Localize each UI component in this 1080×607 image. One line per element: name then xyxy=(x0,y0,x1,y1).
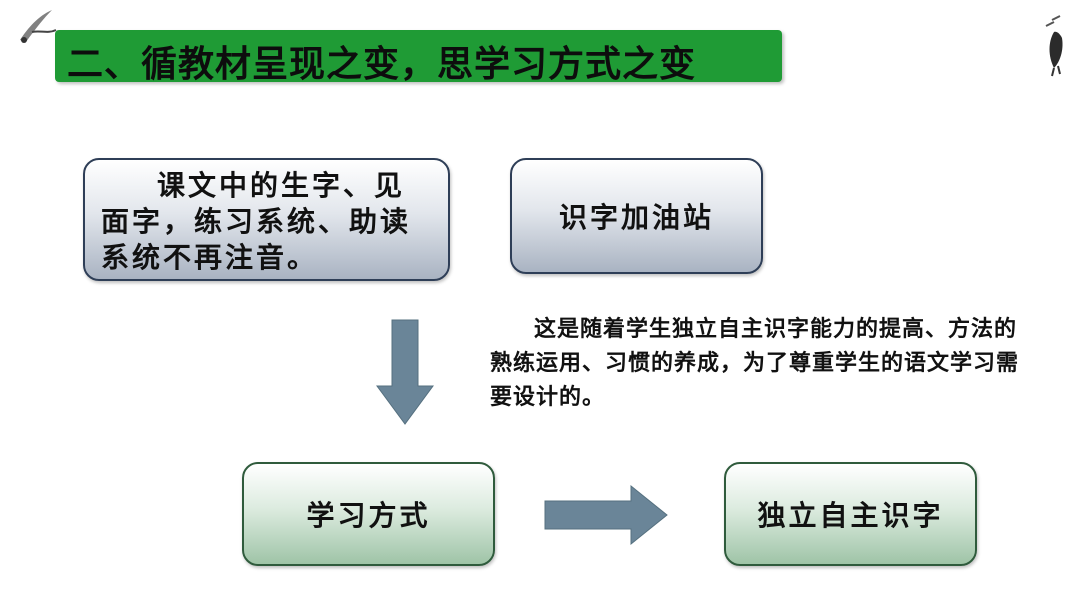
down-arrow-icon xyxy=(376,319,434,425)
box-literacy-station: 识字加油站 xyxy=(510,158,763,274)
ink-figure-icon xyxy=(1045,15,1063,77)
box-learning-method: 学习方式 xyxy=(242,462,495,566)
box-textbook-change: 课文中的生字、见面字，练习系统、助读系统不再注音。 xyxy=(83,158,450,281)
right-arrow-icon xyxy=(544,484,668,546)
bird-brush-icon xyxy=(20,10,57,43)
explanation-note: 这是随着学生独立自主识字能力的提高、方法的熟练运用、习惯的养成，为了尊重学生的语… xyxy=(490,316,1020,410)
box-textbook-change-text: 课文中的生字、见面字，练习系统、助读系统不再注音。 xyxy=(101,169,412,274)
title-banner: 二、循教材呈现之变，思学习方式之变 xyxy=(55,30,782,85)
box-independent-literacy-text: 独立自主识字 xyxy=(757,499,944,532)
box-learning-method-text: 学习方式 xyxy=(306,499,431,532)
box-literacy-station-text: 识字加油站 xyxy=(558,201,714,234)
slide-title: 二、循教材呈现之变，思学习方式之变 xyxy=(67,44,697,85)
box-independent-literacy: 独立自主识字 xyxy=(724,462,977,566)
